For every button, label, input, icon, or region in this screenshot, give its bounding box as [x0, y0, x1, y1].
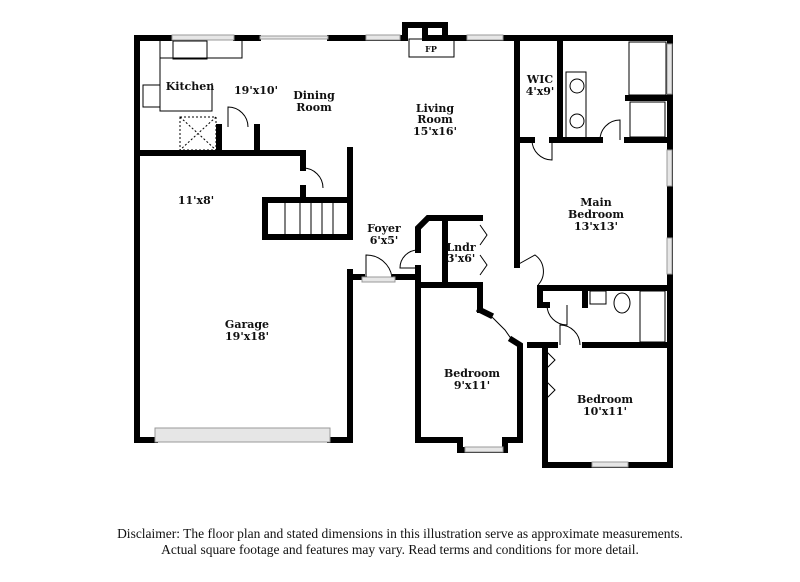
windows — [154, 34, 673, 468]
door-swings — [227, 106, 621, 401]
main-bedroom-label-line1: Main — [580, 196, 611, 209]
dining-label-line2: Room — [296, 101, 332, 114]
exterior-walls — [134, 22, 673, 468]
room-labels: Kitchen 19'x10' Dining Room Living Room … — [166, 44, 634, 418]
fixtures — [142, 38, 667, 343]
interior-walls — [134, 35, 673, 453]
foyer-dimensions: 6'x5' — [370, 234, 399, 247]
laundry-label: Lndr — [446, 241, 475, 254]
garage-label: Garage — [225, 318, 269, 331]
living-label-line2: Room — [417, 113, 453, 126]
garage-dimensions: 19'x18' — [225, 330, 269, 343]
mudroom-dimensions: 11'x8' — [178, 194, 214, 207]
dining-label-line1: Dining — [293, 89, 335, 102]
wic-label: WIC — [526, 73, 553, 86]
kitchen-dining-dimensions: 19'x10' — [234, 84, 278, 97]
laundry-dimensions: 3'x6' — [447, 252, 476, 265]
disclaimer-line1: Disclaimer: The floor plan and stated di… — [117, 526, 683, 541]
living-dimensions: 15'x16' — [413, 125, 457, 138]
wic-dimensions: 4'x9' — [526, 85, 555, 98]
bedroom3-label: Bedroom — [577, 393, 633, 406]
bedroom3-dimensions: 10'x11' — [583, 405, 627, 418]
bedroom2-label: Bedroom — [444, 367, 500, 380]
foyer-label: Foyer — [367, 222, 401, 235]
bedroom2-dimensions: 9'x11' — [454, 379, 490, 392]
living-label-line1: Living — [416, 102, 454, 115]
disclaimer-line2: Actual square footage and features may v… — [161, 542, 639, 557]
main-bedroom-label-line2: Bedroom — [568, 208, 624, 221]
main-bedroom-dimensions: 13'x13' — [574, 220, 618, 233]
fireplace-label: FP — [425, 44, 437, 54]
kitchen-label: Kitchen — [166, 80, 215, 93]
